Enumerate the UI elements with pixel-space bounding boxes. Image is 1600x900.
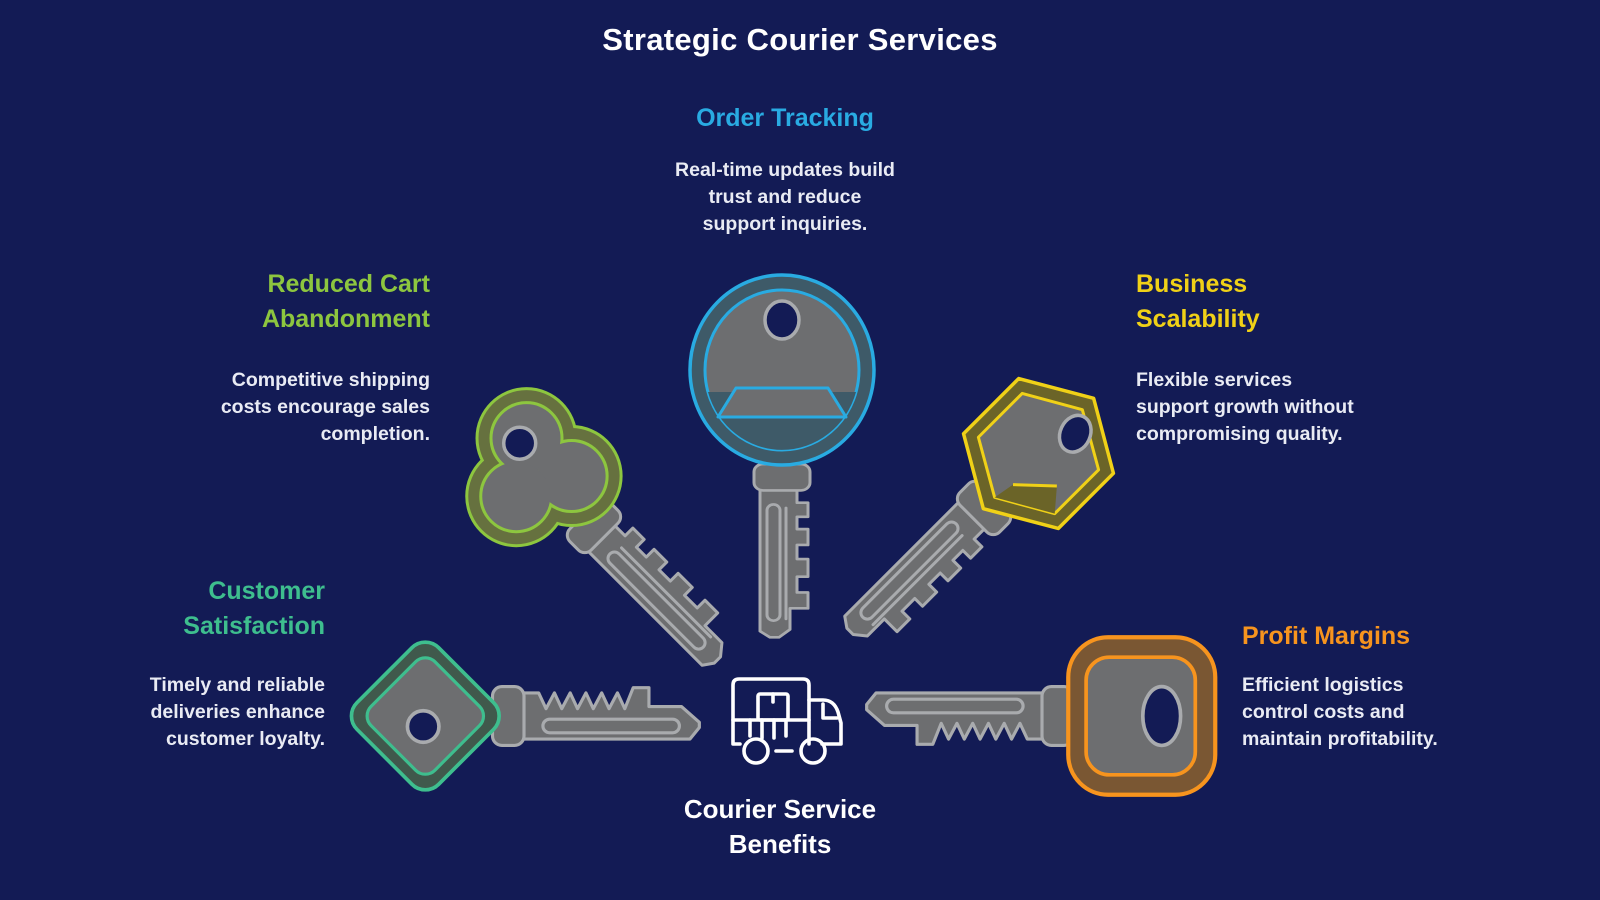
key-blade [865,685,1076,747]
key-hole [1140,684,1183,748]
benefit-desc-customer-satisfaction: Timely and reliable deliveries enhance c… [149,674,325,750]
truck-window [821,702,839,720]
key-head-shade-line [1012,483,1057,488]
center-label-courier-service-benefits: Courier Service Benefits [683,794,877,859]
benefit-label-order-tracking: Order Tracking [696,104,874,132]
benefit-desc-order-tracking: Real-time updates build trust and reduce… [675,159,895,235]
key-business-scalability [834,376,1116,658]
key-head-shade [994,484,1057,514]
key-order-tracking [688,273,876,639]
truck-wheel-left [742,737,770,765]
benefit-label-customer-satisfaction: Customer Satisfaction [183,577,325,640]
benefit-label-reduced-cart-abandonment: Reduced Cart Abandonment [261,270,430,333]
truck-slats [748,718,788,740]
truck-wheel-right [799,737,827,765]
delivery-truck-icon [731,677,843,765]
key-hole [763,299,801,341]
benefit-label-business-scalability: Business Scalability [1136,270,1260,333]
benefit-desc-business-scalability: Flexible services support growth without… [1136,369,1354,445]
benefit-label-profit-margins: Profit Margins [1242,622,1411,650]
truck-body [731,677,811,746]
key-reduced-cart-abandonment [465,387,744,676]
key-blade [752,462,812,639]
benefit-desc-profit-margins: Efficient logistics control costs and ma… [1242,674,1438,750]
key-hole [501,425,538,461]
key-head-band [716,386,848,419]
key-hole [405,708,441,745]
key-customer-satisfaction [349,640,701,792]
truck-cab [807,698,843,746]
page-title: Strategic Courier Services [602,22,998,57]
key-blade [490,685,701,747]
key-hole [1057,413,1093,454]
key-profit-margins [865,635,1218,797]
benefit-desc-reduced-cart-abandonment: Competitive shipping costs encourage sal… [220,369,430,445]
